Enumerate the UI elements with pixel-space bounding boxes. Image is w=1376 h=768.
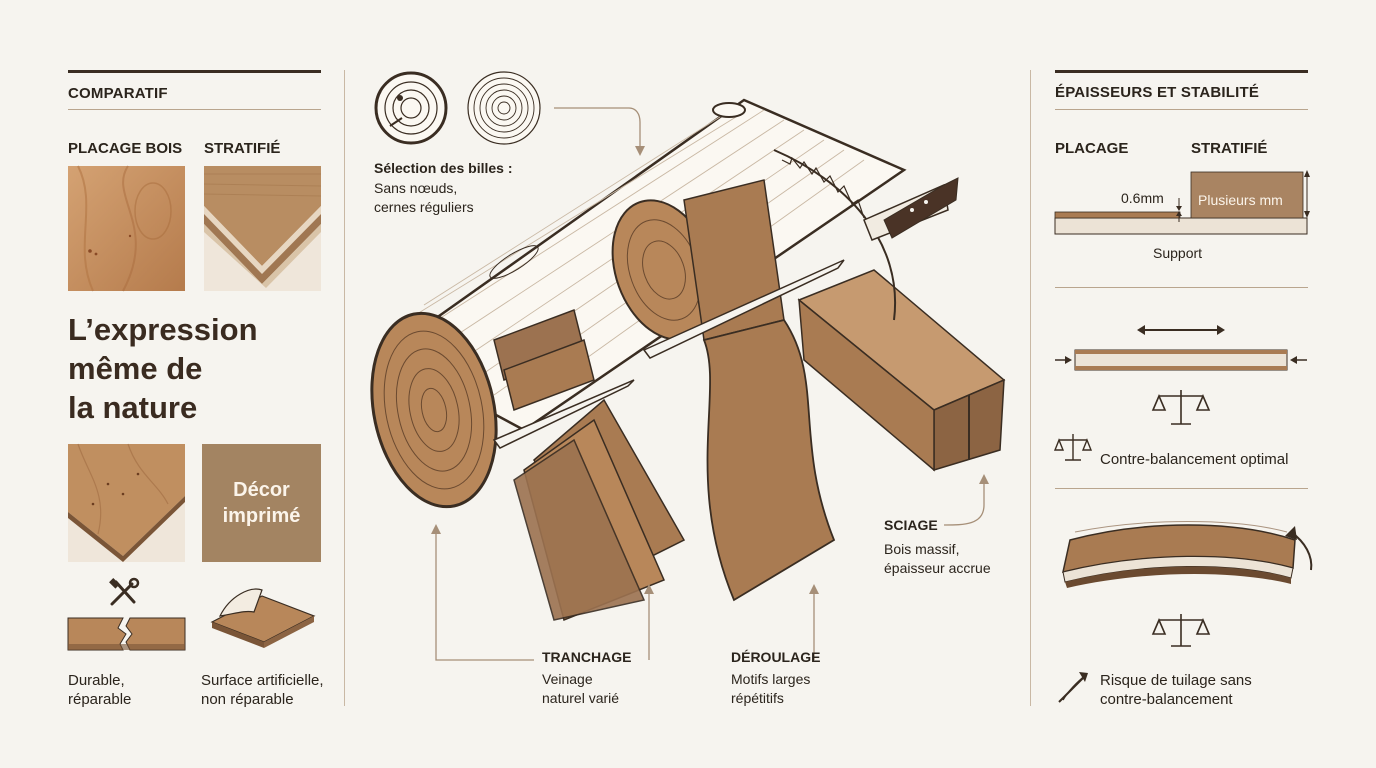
decor-label-1: Décor xyxy=(233,479,290,501)
selection-title: Sélection des billes : xyxy=(374,160,513,176)
warp-label-1: Risque de tuilage sans xyxy=(1100,672,1252,689)
left-title-rule xyxy=(68,109,321,110)
tranchage-title: TRANCHAGE xyxy=(542,649,632,665)
deroulage-text-1: Motifs larges xyxy=(731,671,811,687)
deroulage-title: DÉROULAGE xyxy=(731,649,821,665)
veneer-thickness: 0.6mm xyxy=(1121,190,1164,206)
balance-scale-icon xyxy=(1151,390,1211,425)
laminate-note-1: Surface artificielle, xyxy=(201,672,324,689)
right-divider xyxy=(1030,70,1031,706)
epaisseurs-title: ÉPAISSEURS ET STABILITÉ xyxy=(1055,84,1260,101)
repairable-plank-icon xyxy=(67,617,186,651)
log-cutting-illustration xyxy=(370,71,1006,661)
comparatif-title: COMPARATIF xyxy=(68,85,168,102)
right-rule-3 xyxy=(1055,488,1308,489)
log-rings-icon-regular xyxy=(467,71,541,145)
tagline-line-3: la nature xyxy=(68,390,198,425)
veneer-swatch xyxy=(68,165,185,292)
sciage-title: SCIAGE xyxy=(884,517,938,533)
decor-label-2: imprimé xyxy=(222,505,301,527)
tranchage-text-1: Veinage xyxy=(542,671,593,687)
tagline-line-1: L’expression xyxy=(68,312,258,347)
warped-panel-diagram xyxy=(1062,521,1313,647)
right-top-rule xyxy=(1055,70,1308,73)
right-title-rule xyxy=(1055,109,1308,110)
decor-imprime-box: Décor imprimé xyxy=(202,444,321,562)
veneer-board-swatch xyxy=(68,443,185,562)
warp-scale-icon xyxy=(1151,614,1211,647)
left-top-rule xyxy=(68,70,321,73)
peeling-laminate-icon xyxy=(210,588,316,648)
warp-arrow-icon xyxy=(1058,672,1088,703)
veneer-note-2: réparable xyxy=(68,691,132,708)
repair-tools-icon xyxy=(109,577,140,606)
selection-text-2: cernes réguliers xyxy=(374,199,474,215)
small-scale-icon xyxy=(1053,434,1093,461)
selection-text-1: Sans nœuds, xyxy=(374,180,458,196)
laminate-note-2: non réparable xyxy=(201,691,294,708)
veneer-note-1: Durable, xyxy=(68,672,125,689)
tranchage-text-2: naturel varié xyxy=(542,690,620,706)
placage-title: PLACAGE xyxy=(1055,140,1129,157)
balanced-panel-diagram xyxy=(1055,325,1307,425)
stratifie-title: STRATIFIÉ xyxy=(204,140,281,157)
laminate-swatch xyxy=(203,166,322,291)
placage-bois-title: PLACAGE BOIS xyxy=(68,140,183,157)
balance-label: Contre-balancement optimal xyxy=(1100,451,1289,468)
support-label: Support xyxy=(1153,245,1203,261)
sciage-text-1: Bois massif, xyxy=(884,541,960,557)
left-divider xyxy=(344,70,345,706)
sciage-text-2: épaisseur accrue xyxy=(884,560,991,576)
thickness-diagram xyxy=(1054,170,1310,235)
deroulage-text-2: répétitifs xyxy=(731,690,784,706)
warp-label-2: contre-balancement xyxy=(1100,691,1233,708)
laminate-thickness: Plusieurs mm xyxy=(1198,192,1283,208)
right-rule-2 xyxy=(1055,287,1308,288)
tagline-line-2: même de xyxy=(68,351,203,386)
log-rings-icon-knotty xyxy=(374,71,448,145)
stratifie-right-title: STRATIFIÉ xyxy=(1191,140,1268,157)
